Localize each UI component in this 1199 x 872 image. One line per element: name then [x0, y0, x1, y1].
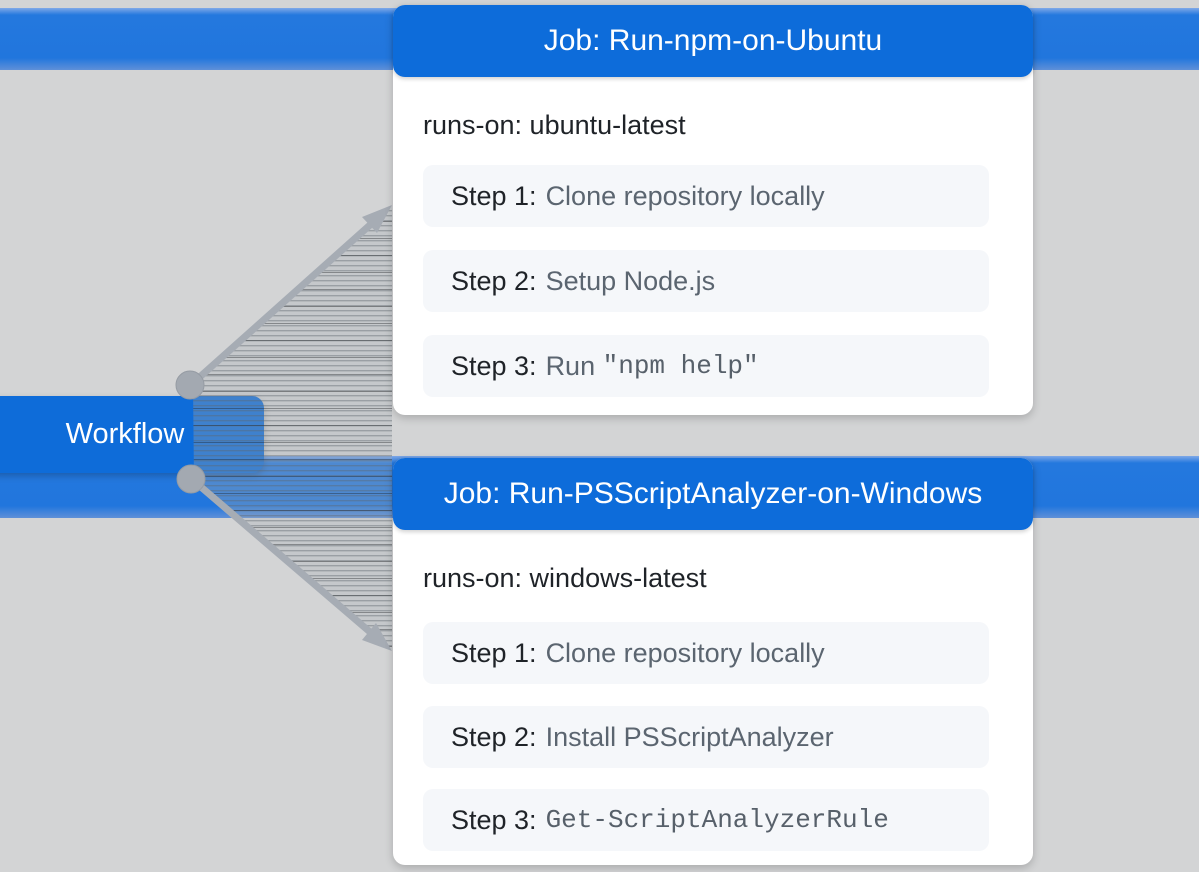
step-label: Step 1: — [451, 637, 537, 668]
step-item: Step 2: Install PSScriptAnalyzer — [423, 706, 989, 768]
connector-dot-top — [175, 370, 205, 400]
step-desc: Clone repository locally — [545, 637, 825, 668]
step-desc: Install PSScriptAnalyzer — [545, 721, 834, 752]
step-label: Step 3: — [451, 804, 537, 835]
connector-arrow-top-head — [362, 205, 392, 233]
step-code: "npm help" — [602, 351, 759, 381]
job-card-ubuntu: Job: Run-npm-on-Ubuntu runs-on: ubuntu-l… — [393, 5, 1033, 415]
job-title-windows: Job: Run-PSScriptAnalyzer-on-Windows — [443, 477, 983, 510]
step-label: Step 2: — [451, 265, 537, 296]
step-item: Step 2: Setup Node.js — [423, 250, 989, 312]
job-title-ubuntu: Job: Run-npm-on-Ubuntu — [543, 24, 883, 57]
step-desc: Setup Node.js — [545, 265, 716, 296]
runs-on-label-windows: runs-on: windows-latest — [423, 562, 707, 593]
step-label: Step 2: — [451, 721, 537, 752]
step-item: Step 3: Run "npm help" — [423, 335, 989, 397]
job-title-bar-ubuntu: Job: Run-npm-on-Ubuntu — [393, 5, 1033, 77]
connector-arrow-top-shaft — [189, 221, 374, 387]
step-item: Step 1: Clone repository locally — [423, 165, 989, 227]
step-desc: Run — [545, 350, 603, 381]
runs-on-label-ubuntu: runs-on: ubuntu-latest — [423, 109, 686, 140]
connector-dot-bottom — [176, 464, 206, 494]
step-label: Step 3: — [451, 350, 537, 381]
job-title-bar-windows: Job: Run-PSScriptAnalyzer-on-Windows — [393, 458, 1033, 530]
step-item: Step 1: Clone repository locally — [423, 622, 989, 684]
job-card-windows: Job: Run-PSScriptAnalyzer-on-Windows run… — [393, 458, 1033, 865]
connector-arrow-bottom-shaft — [190, 477, 374, 636]
step-item: Step 3: Get-ScriptAnalyzerRule — [423, 789, 989, 851]
step-label: Step 1: — [451, 180, 537, 211]
step-code: Get-ScriptAnalyzerRule — [545, 805, 889, 835]
connector-hatch-fan-lines — [193, 206, 392, 650]
workflow-node-label: Workflow — [65, 418, 185, 450]
connector-arrow-bottom-head — [362, 623, 392, 651]
step-desc: Clone repository locally — [545, 180, 825, 211]
